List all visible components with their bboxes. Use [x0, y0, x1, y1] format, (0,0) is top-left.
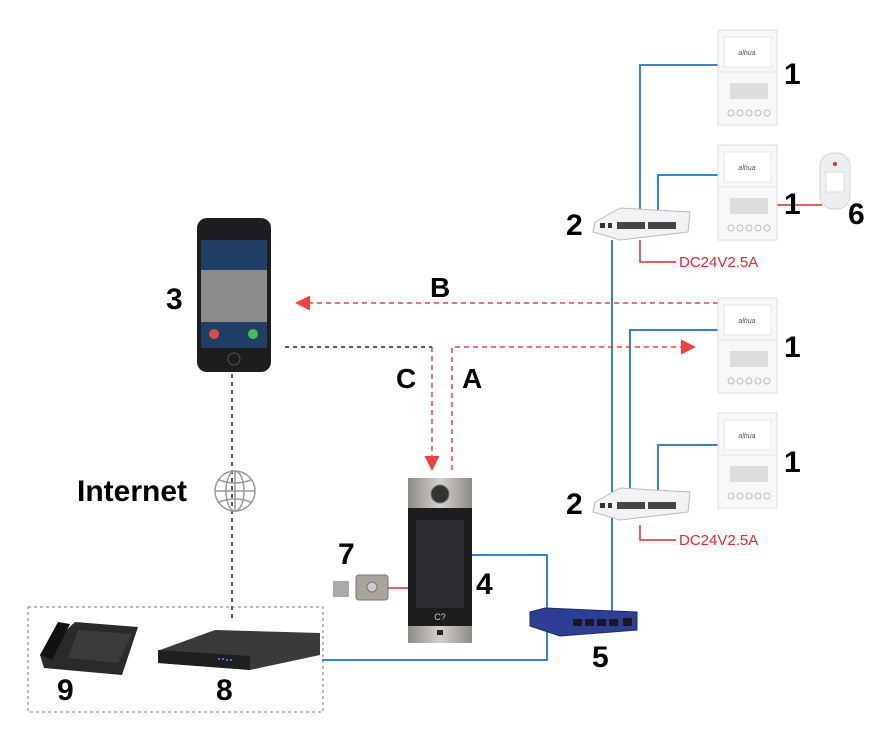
server-image — [158, 630, 320, 670]
label-mobile-phone: 3 — [166, 283, 183, 316]
electric-lock-image — [333, 574, 389, 601]
internet-links — [231, 346, 432, 620]
flow-label-a: A — [462, 363, 483, 394]
power-spec-label: DC24V2.5A — [679, 254, 759, 271]
svg-text:C?: C? — [434, 612, 446, 622]
power-spec-label: DC24V2.5A — [679, 532, 759, 549]
label-server: 8 — [216, 674, 233, 707]
label-master-station: 9 — [57, 674, 74, 707]
motion-detector-image — [819, 152, 851, 210]
network-switch-image — [529, 607, 638, 637]
label-indoor-monitor: 1 — [784, 188, 801, 221]
label-indoor-monitor: 1 — [784, 446, 801, 479]
svg-text:alhua: alhua — [738, 50, 755, 57]
master-station-image — [40, 622, 138, 675]
label-lock: 7 — [338, 538, 355, 571]
door-station-image: C? — [408, 478, 472, 643]
label-network-switch: 5 — [592, 641, 609, 674]
flow-label-c: C — [396, 363, 417, 394]
globe-icon — [214, 470, 256, 512]
internet-label: Internet — [77, 475, 188, 508]
label-indoor-monitor: 1 — [784, 331, 801, 364]
network-cables — [322, 64, 718, 661]
flow-lines — [295, 295, 718, 471]
label-detector: 6 — [848, 198, 865, 231]
label-poe-switch: 2 — [566, 209, 583, 242]
flow-label-b: B — [430, 272, 451, 303]
label-poe-switch: 2 — [566, 488, 583, 521]
smartphone-image — [197, 218, 271, 372]
indoor-monitors: alhua — [717, 29, 778, 509]
label-indoor-monitor: 1 — [784, 58, 801, 91]
local-group-box — [27, 606, 324, 713]
power-cables — [388, 204, 822, 589]
label-door-station: 4 — [476, 568, 493, 601]
poe-switch-image — [592, 207, 691, 241]
